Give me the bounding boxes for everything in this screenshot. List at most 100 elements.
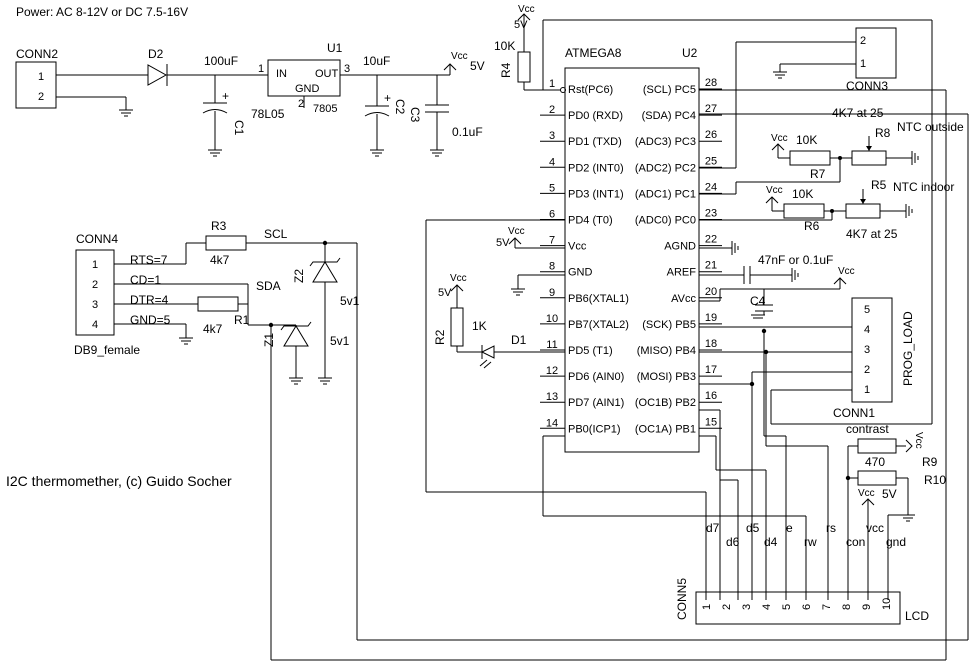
lcd-signal-label: e [786,521,793,535]
lcd-pin-number: 3 [741,604,753,610]
mcu-pin-label: GND [568,267,593,279]
vcc-arrow [443,63,457,71]
lcd-pin-number: 2 [721,604,733,610]
conn1-pin-number: 5 [864,304,870,316]
r4-name: R4 [499,62,513,78]
reset-inversion-bubble [560,87,566,93]
lcd-signal-label: d5 [746,521,760,535]
mcu-pin-label: PB6(XTAL1) [568,293,629,305]
z2-value: 5v1 [340,294,360,308]
conn1-body [851,297,893,403]
lcd-signal-label: vcc [866,521,884,535]
led-v5: 5V [438,287,452,299]
mcu-pin-number: 10 [546,313,558,325]
c2-plate-bottom [364,112,390,117]
z1-value: 5v1 [330,334,350,348]
r7-name: R7 [810,167,826,181]
ground-symbol [430,149,444,157]
c3-name: C3 [408,107,422,123]
resistor-r3 [205,235,247,251]
u1-pin-in: 1 [258,63,264,75]
mcu-pin-number: 26 [705,129,717,141]
diode-d2-symbol [147,64,168,86]
u1-out-label: OUT [315,68,339,80]
lcd-signal-label: d6 [726,535,740,549]
conn4-signal-label: GND=5 [130,313,171,327]
lcd-signal-label: con [846,535,865,549]
mcu-pin-number: 8 [549,261,555,273]
mcu-pin-label: (OC1A) PB1 [635,423,696,435]
mcu-pin-label: PD2 (INT0) [568,162,624,174]
schematic-title: I2C thermomether, (c) Guido Socher [6,473,232,489]
r7-vcc: Vcc [771,133,788,144]
conn3-pin-2: 2 [860,35,866,47]
mcu-pin-label: (ADC1) PC1 [635,188,696,200]
c1-value: 100uF [204,54,238,68]
junction [830,209,834,213]
z1-name: Z1 [262,333,276,347]
ground-symbol [731,241,739,255]
junction [838,156,842,160]
mcu-pin-number: 18 [705,338,717,350]
r10-value: 5V [882,487,897,501]
mcu-pin-number: 5 [549,182,555,194]
lcd-signal-label: rs [826,521,836,535]
conn4-body [75,249,115,336]
lcd-pin-number: 5 [781,604,793,610]
mcu-pin-number: 27 [705,103,717,115]
conn5-label: CONN5 [675,578,689,620]
mcu-pin-label: AGND [664,241,696,253]
conn4-pin-number: 3 [92,299,98,311]
ntc-wiper-arrow [866,146,872,151]
c1-plus: + [222,89,229,103]
ground-symbol [208,149,222,157]
lcd-pin-number: 9 [861,604,873,610]
mcu-pin-label: (MISO) PB4 [637,345,696,357]
r4-v5: 5V [514,19,528,31]
led-vcc: Vcc [450,273,467,284]
ground-symbol [791,268,799,282]
u1-in-label: IN [276,68,287,80]
u1-pin-gnd: 2 [298,98,304,110]
mcu-vcc-label: Vcc [508,226,525,237]
mcu-pin-label: PD3 (INT1) [568,188,624,200]
r5-value: 4K7 at 25 [846,227,898,241]
z2-name: Z2 [292,269,306,283]
r9-name: R9 [922,455,938,469]
mcu-pin-number: 19 [705,312,717,324]
mcu-pin-number: 7 [549,235,555,247]
resistor-r10 [857,470,897,486]
r8-label: NTC outside [897,120,964,134]
mcu-pin-label: Rst(PC6) [568,84,613,96]
mcu-pin-number: 4 [549,156,555,168]
lcd-pin-number: 7 [821,604,833,610]
lcd-signal-label: rw [804,535,817,549]
r3-value: 4k7 [210,253,230,267]
r3-name: R3 [211,219,227,233]
mcu-pin-label: PD0 (RXD) [568,110,623,122]
c1-plate-bottom [202,109,228,114]
ground-symbol [179,337,193,345]
resistor-r4 [517,51,531,83]
conn4-pin-number: 1 [92,259,98,271]
zener-z2-symbol [312,261,338,283]
ground-symbol [318,377,332,385]
conn4-sub: DB9_female [74,343,140,357]
conn4-label: CONN4 [76,232,118,246]
mcu-pin-number: 14 [546,417,558,429]
conn3-pin-1: 1 [860,58,866,70]
ground-symbol [751,314,765,319]
u1-type-7805: 7805 [313,103,337,115]
resistor-r1 [197,296,239,312]
u1-gnd-label: GND [295,83,320,95]
resistor-r6 [783,203,825,219]
vcc-arrow [905,439,913,453]
contrast-label: contrast [846,422,889,436]
conn4-pin-number: 4 [92,319,98,331]
mcu-pin-number: 20 [705,286,717,298]
mcu-pin-label: PB7(XTAL2) [568,319,629,331]
